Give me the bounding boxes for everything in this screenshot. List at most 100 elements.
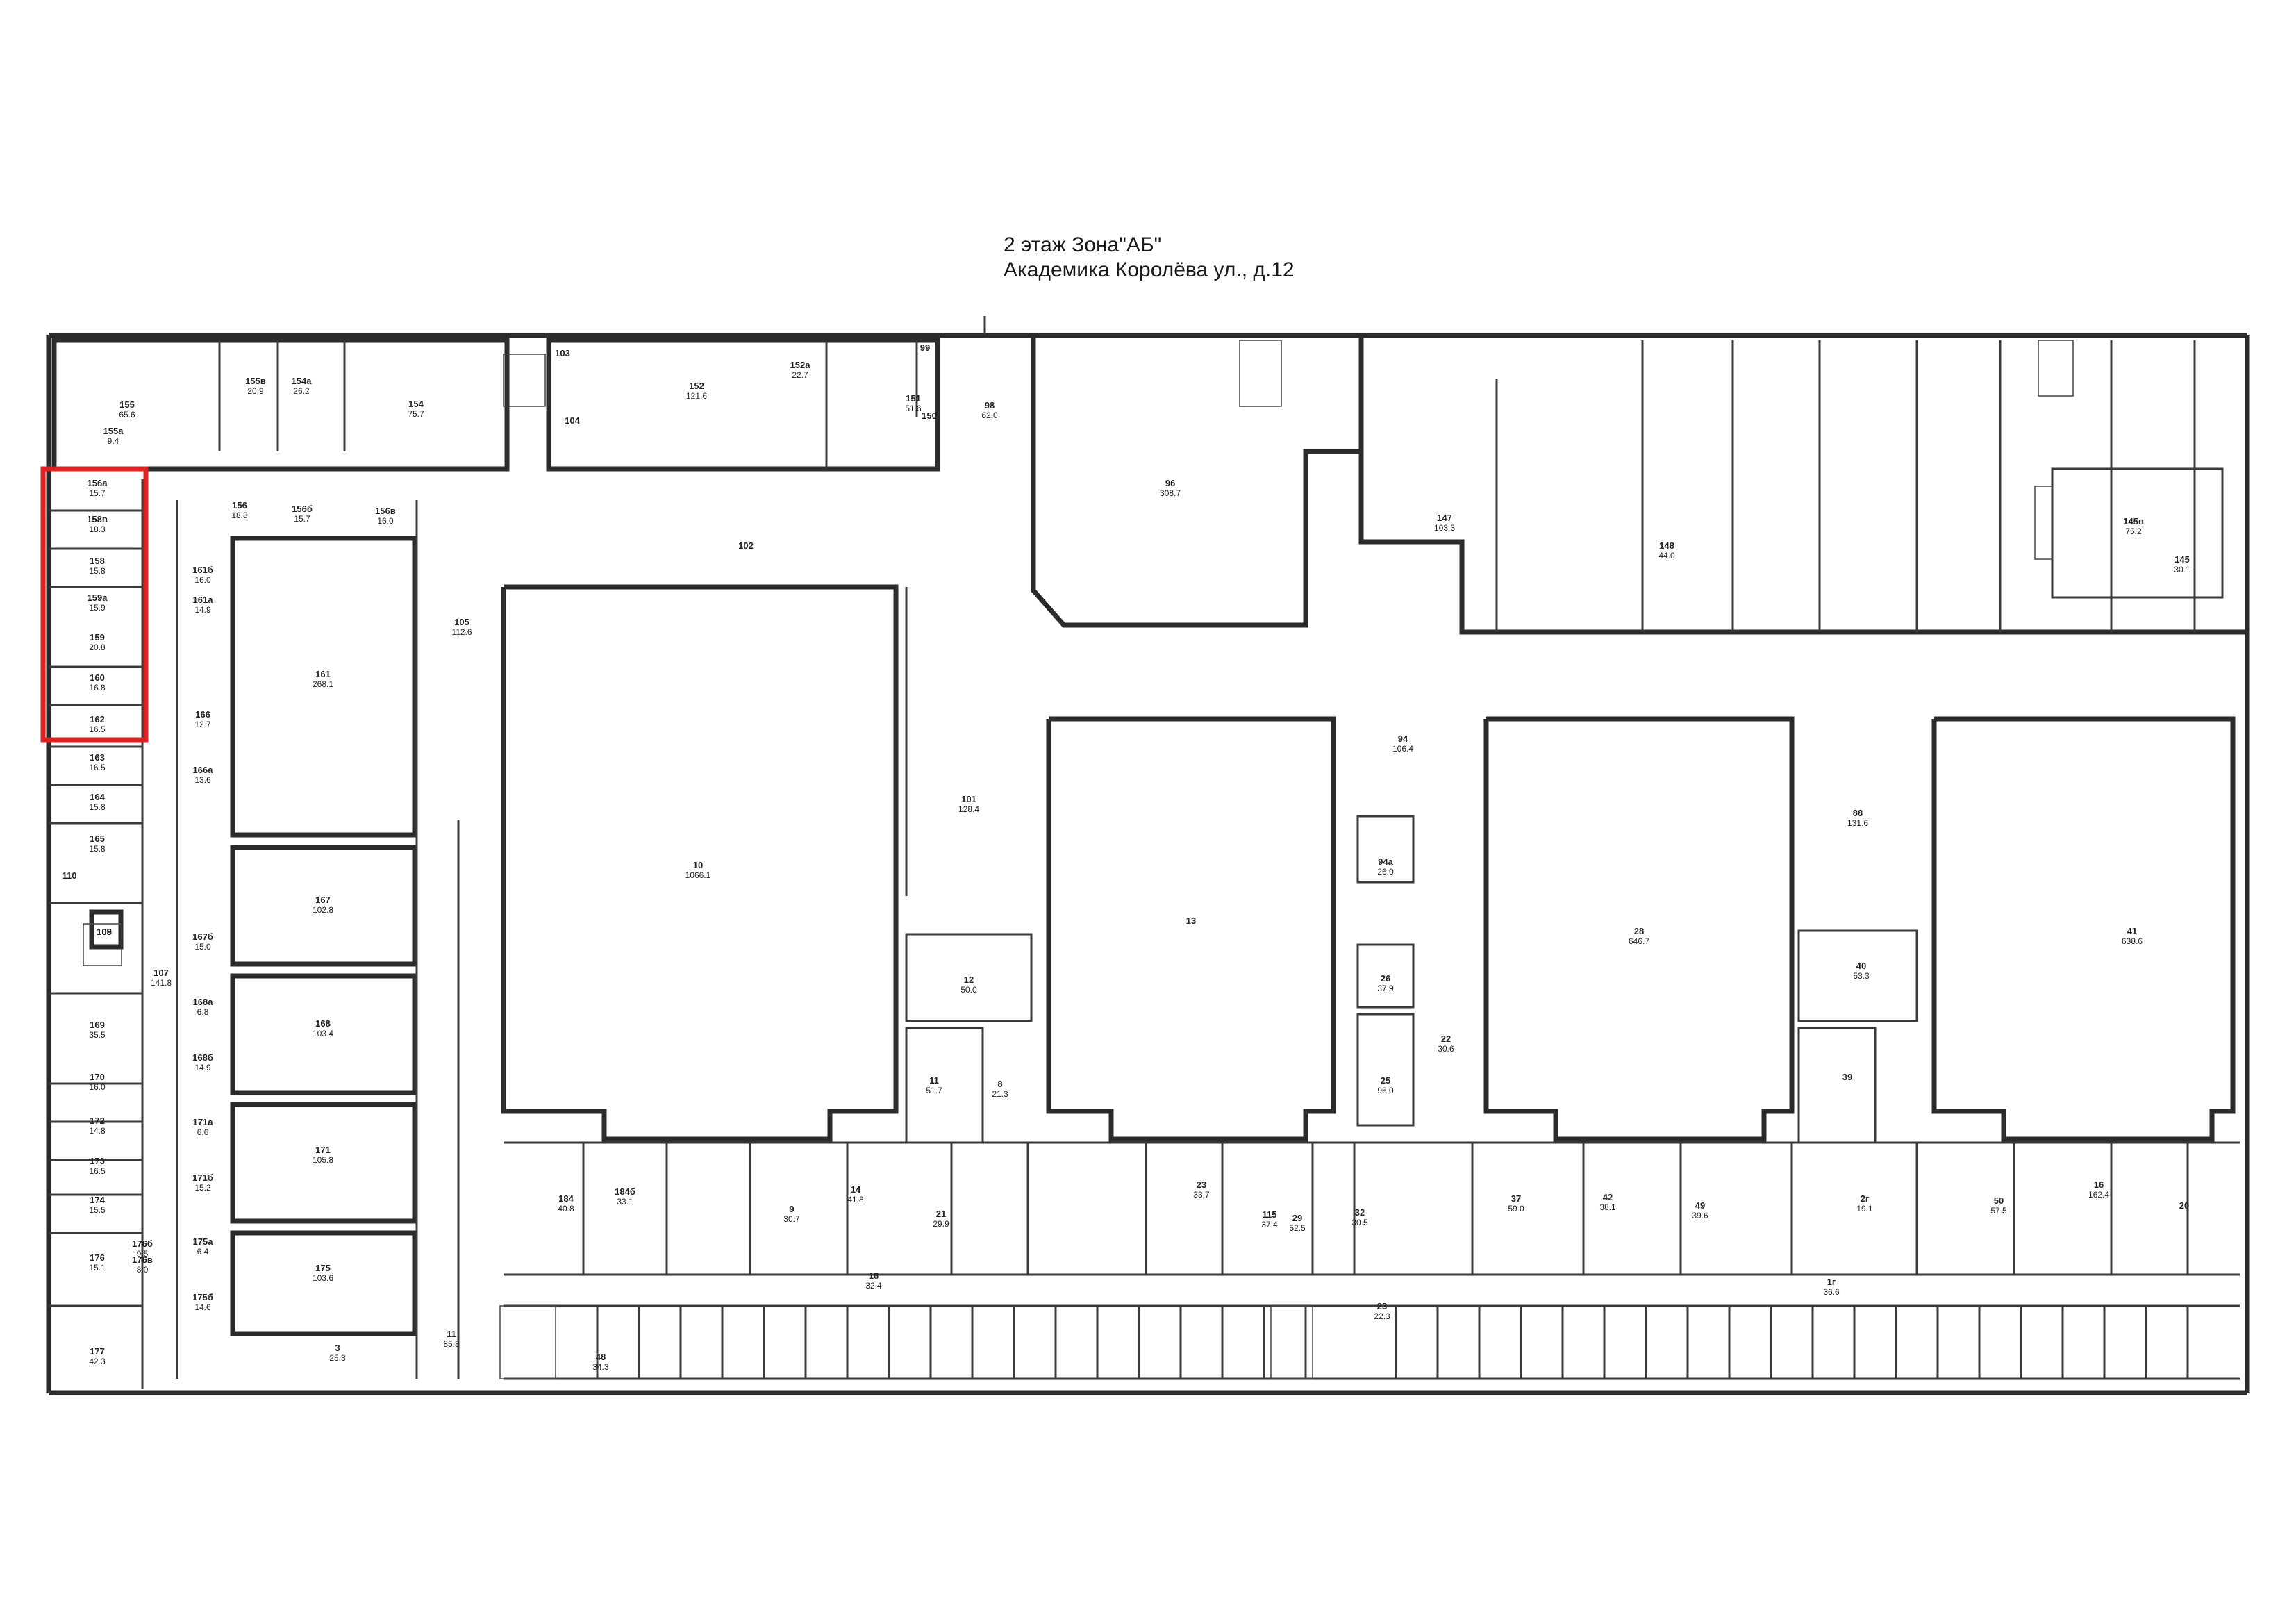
room-area: 18.3 <box>89 524 106 534</box>
room-area: 15.5 <box>89 1205 106 1215</box>
room-area: 105.8 <box>313 1155 333 1165</box>
room-area: 21.3 <box>992 1089 1008 1099</box>
room-label: 99 <box>920 342 930 353</box>
room-number: 160 <box>90 672 105 683</box>
room-area: 57.5 <box>1990 1206 2007 1216</box>
room-area: 16.5 <box>89 763 106 772</box>
room-area: 33.7 <box>1193 1190 1210 1200</box>
room-number: 16 <box>2094 1179 2104 1190</box>
room-area: 12.7 <box>194 720 211 729</box>
room-number: 103 <box>555 348 570 358</box>
room-area: 16.0 <box>377 516 394 526</box>
highlight-frame <box>40 466 149 743</box>
room-area: 18.8 <box>231 511 248 520</box>
room-number: 32 <box>1355 1207 1365 1218</box>
room-number: 159а <box>88 593 108 603</box>
room-label: 930.7 <box>783 1204 800 1224</box>
room-labels: 15565.6155а9.4155в20.9154а26.215475.7152… <box>63 342 2190 1372</box>
room-number: 170 <box>90 1072 105 1082</box>
room-area: 59.0 <box>1508 1204 1524 1213</box>
room-number: 148 <box>1659 540 1674 551</box>
room-number: 101 <box>961 794 976 804</box>
room-number: 41 <box>2127 926 2137 936</box>
room-number: 26 <box>1381 973 1390 984</box>
room-number: 161б <box>192 565 213 575</box>
room-number: 171 <box>315 1145 331 1155</box>
room-number: 40 <box>1856 961 1866 971</box>
room-area: 268.1 <box>313 679 333 689</box>
room-number: 37 <box>1511 1193 1521 1204</box>
room-number: 104 <box>565 415 580 426</box>
room-number: 20 <box>2179 1200 2189 1211</box>
room-number: 9 <box>789 1204 794 1214</box>
room-area: 53.3 <box>1853 971 1870 981</box>
room-area: 9.5 <box>137 1249 149 1259</box>
room-number: 173 <box>90 1156 105 1166</box>
room-area: 15.0 <box>194 942 211 952</box>
room-area: 141.8 <box>151 978 172 988</box>
room-area: 85.8 <box>443 1339 460 1349</box>
room-number: 166 <box>195 709 210 720</box>
room-number: 49 <box>1695 1200 1705 1211</box>
room-label: 150 <box>922 411 937 421</box>
room-number: 155 <box>119 399 135 410</box>
room-number: 96 <box>1165 478 1175 488</box>
room-number: 109 <box>97 927 112 937</box>
room-area: 36.6 <box>1823 1287 1840 1297</box>
room-area: 14.8 <box>89 1126 106 1136</box>
room-label: 104 <box>565 415 580 426</box>
room-area: 38.1 <box>1599 1202 1616 1212</box>
room-label: 13 <box>1186 915 1196 926</box>
room-number: 156а <box>88 478 108 488</box>
room-label: 325.3 <box>329 1343 346 1363</box>
room-label: 20 <box>2179 1200 2189 1211</box>
room-area: 35.5 <box>89 1030 106 1040</box>
room-number: 10 <box>693 860 703 870</box>
room-area: 75.7 <box>408 409 424 419</box>
room-area: 51.6 <box>905 404 922 413</box>
room-number: 23 <box>1377 1301 1387 1311</box>
room-area: 9.4 <box>108 436 119 446</box>
room-number: 175 <box>315 1263 331 1273</box>
room-area: 33.1 <box>617 1197 633 1207</box>
room-area: 106.4 <box>1392 744 1413 754</box>
room-number: 94 <box>1398 734 1408 744</box>
room-number: 166а <box>193 765 214 775</box>
room-area: 96.0 <box>1377 1086 1394 1095</box>
room-area: 30.6 <box>1438 1044 1454 1054</box>
room-area: 37.4 <box>1261 1220 1278 1229</box>
room-number: 174 <box>90 1195 105 1205</box>
room-number: 167б <box>192 931 213 942</box>
